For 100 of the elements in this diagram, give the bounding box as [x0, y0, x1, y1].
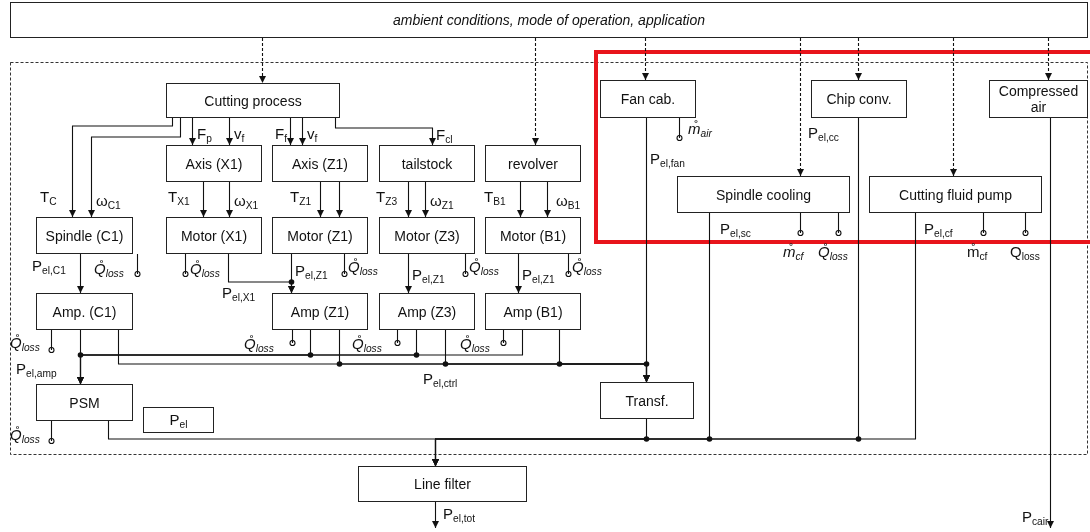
dashed-arrow: [259, 37, 266, 84]
arrow: [336, 181, 343, 218]
process-box: [677, 176, 850, 213]
box-label: Axis (Z1): [292, 155, 348, 172]
process-box: [485, 293, 581, 330]
terminal-line: [394, 329, 401, 347]
terminal-line: [797, 212, 804, 237]
process-box: [989, 80, 1088, 118]
edge-label: T$_{Z3}$: [376, 188, 398, 205]
dashed-arrow: [797, 37, 804, 177]
box-label: Motor (X1): [180, 227, 248, 244]
arrow: [432, 501, 439, 529]
edge-label: Q̊$_{loss}$: [818, 243, 848, 260]
edge-label: ω$_{C1}$: [96, 192, 121, 209]
edge-label: Q̊$_{loss}$: [190, 260, 220, 277]
edge-label: Q̊$_{loss}$: [469, 258, 499, 275]
process-box: [36, 293, 133, 330]
box-label: Motor (B1): [499, 227, 567, 244]
terminal-line: [500, 329, 507, 347]
edge-label: P$_{el,C1}$: [32, 257, 66, 274]
box-label: Line filter: [414, 476, 471, 492]
process-box: [272, 145, 368, 182]
terminal-line: [980, 212, 987, 237]
box-label: revolver: [508, 155, 558, 172]
terminal-line: [182, 253, 189, 278]
process-box: [379, 293, 475, 330]
process-box: [272, 293, 368, 330]
process-box: [166, 145, 262, 182]
box-label: P$_{el}$: [169, 412, 188, 428]
terminal-line: [676, 117, 683, 142]
arrow: [200, 181, 207, 218]
arrow: [69, 117, 174, 218]
edge-label: F$_{cl}$: [436, 126, 453, 143]
terminal-line: [1022, 212, 1029, 237]
arrow: [226, 181, 233, 218]
box-label: Motor (Z3): [394, 227, 460, 244]
arrow: [517, 181, 524, 218]
dashed-arrow: [950, 37, 957, 177]
edge-label: P$_{el,X1}$: [222, 284, 256, 301]
terminal-line: [48, 329, 55, 354]
terminal-line: [48, 420, 55, 445]
arrow: [422, 181, 429, 218]
process-box: [143, 407, 214, 433]
edge-label: P$_{el,Z1}$: [412, 266, 445, 283]
terminal-line: [565, 253, 572, 278]
arrow: [334, 117, 436, 146]
edge-label: m̊$_{cf}$: [783, 243, 804, 260]
edge-label: ω$_{Z1}$: [430, 192, 454, 209]
edge-label: P$_{el,Z1}$: [522, 266, 555, 283]
box-label: Spindle cooling: [716, 186, 811, 203]
process-box: [166, 217, 262, 254]
box-label: Chip conv.: [826, 91, 892, 107]
process-box: [869, 176, 1042, 213]
process-box: [600, 80, 696, 118]
edge-label: ω$_{B1}$: [556, 192, 581, 209]
box-label: Amp (Z3): [397, 303, 457, 320]
edge-label: T$_{C}$: [40, 188, 57, 205]
dashed-arrow: [1045, 37, 1052, 81]
edge-label: Q̊$_{loss}$: [94, 260, 124, 277]
edge-label: Q̊$_{loss}$: [460, 335, 490, 352]
box-label: Cutting fluid pump: [899, 186, 1012, 203]
box-label: Amp (Z1): [290, 303, 350, 320]
arrow: [288, 253, 295, 294]
edge-label: P$_{el,ctrl}$: [423, 370, 458, 387]
edge-label: Q̊$_{loss}$: [348, 258, 378, 275]
process-box: [36, 384, 133, 421]
edge-label: Q̊$_{loss}$: [244, 335, 274, 352]
edge-label: Q̊$_{loss}$: [572, 258, 602, 275]
edge-label: P$_{el,cc}$: [808, 124, 839, 141]
arrow: [88, 117, 182, 218]
arrow: [432, 418, 648, 467]
box-label: ambient conditions, mode of operation, application: [392, 12, 706, 28]
terminal-line: [341, 253, 348, 278]
process-box: [485, 145, 581, 182]
edge-label: P$_{cair}$: [1022, 508, 1049, 525]
dashed-arrow: [855, 37, 862, 81]
edge-label: P$_{el,cf}$: [924, 220, 953, 237]
box-label: Axis (X1): [185, 155, 243, 172]
process-box: [811, 80, 907, 118]
terminal-line: [289, 329, 296, 347]
edge-label: F$_{f}$: [275, 125, 287, 142]
edge-label: m̊$_{cf}$: [967, 243, 988, 260]
arrow: [405, 253, 412, 294]
terminal-line: [462, 253, 469, 278]
terminal-line: [134, 253, 141, 278]
edge-label: T$_{X1}$: [168, 188, 190, 205]
box-label: Amp. (C1): [52, 303, 117, 320]
process-box: [272, 217, 368, 254]
edge-label: P$_{el,amp}$: [16, 360, 57, 377]
edge-label: P$_{el,tot}$: [443, 505, 476, 522]
edge-label: P$_{el,Z1}$: [295, 262, 328, 279]
edge-label: ω$_{X1}$: [234, 192, 259, 209]
edge-label: Q̊$_{loss}$: [352, 335, 382, 352]
arrow: [287, 117, 294, 146]
edge-label: m̊$_{air}$: [688, 120, 712, 137]
process-box: [358, 466, 527, 502]
arrow: [77, 329, 524, 385]
terminal-line: [835, 212, 842, 237]
box-label: Motor (Z1): [287, 227, 353, 244]
process-box: [379, 217, 475, 254]
